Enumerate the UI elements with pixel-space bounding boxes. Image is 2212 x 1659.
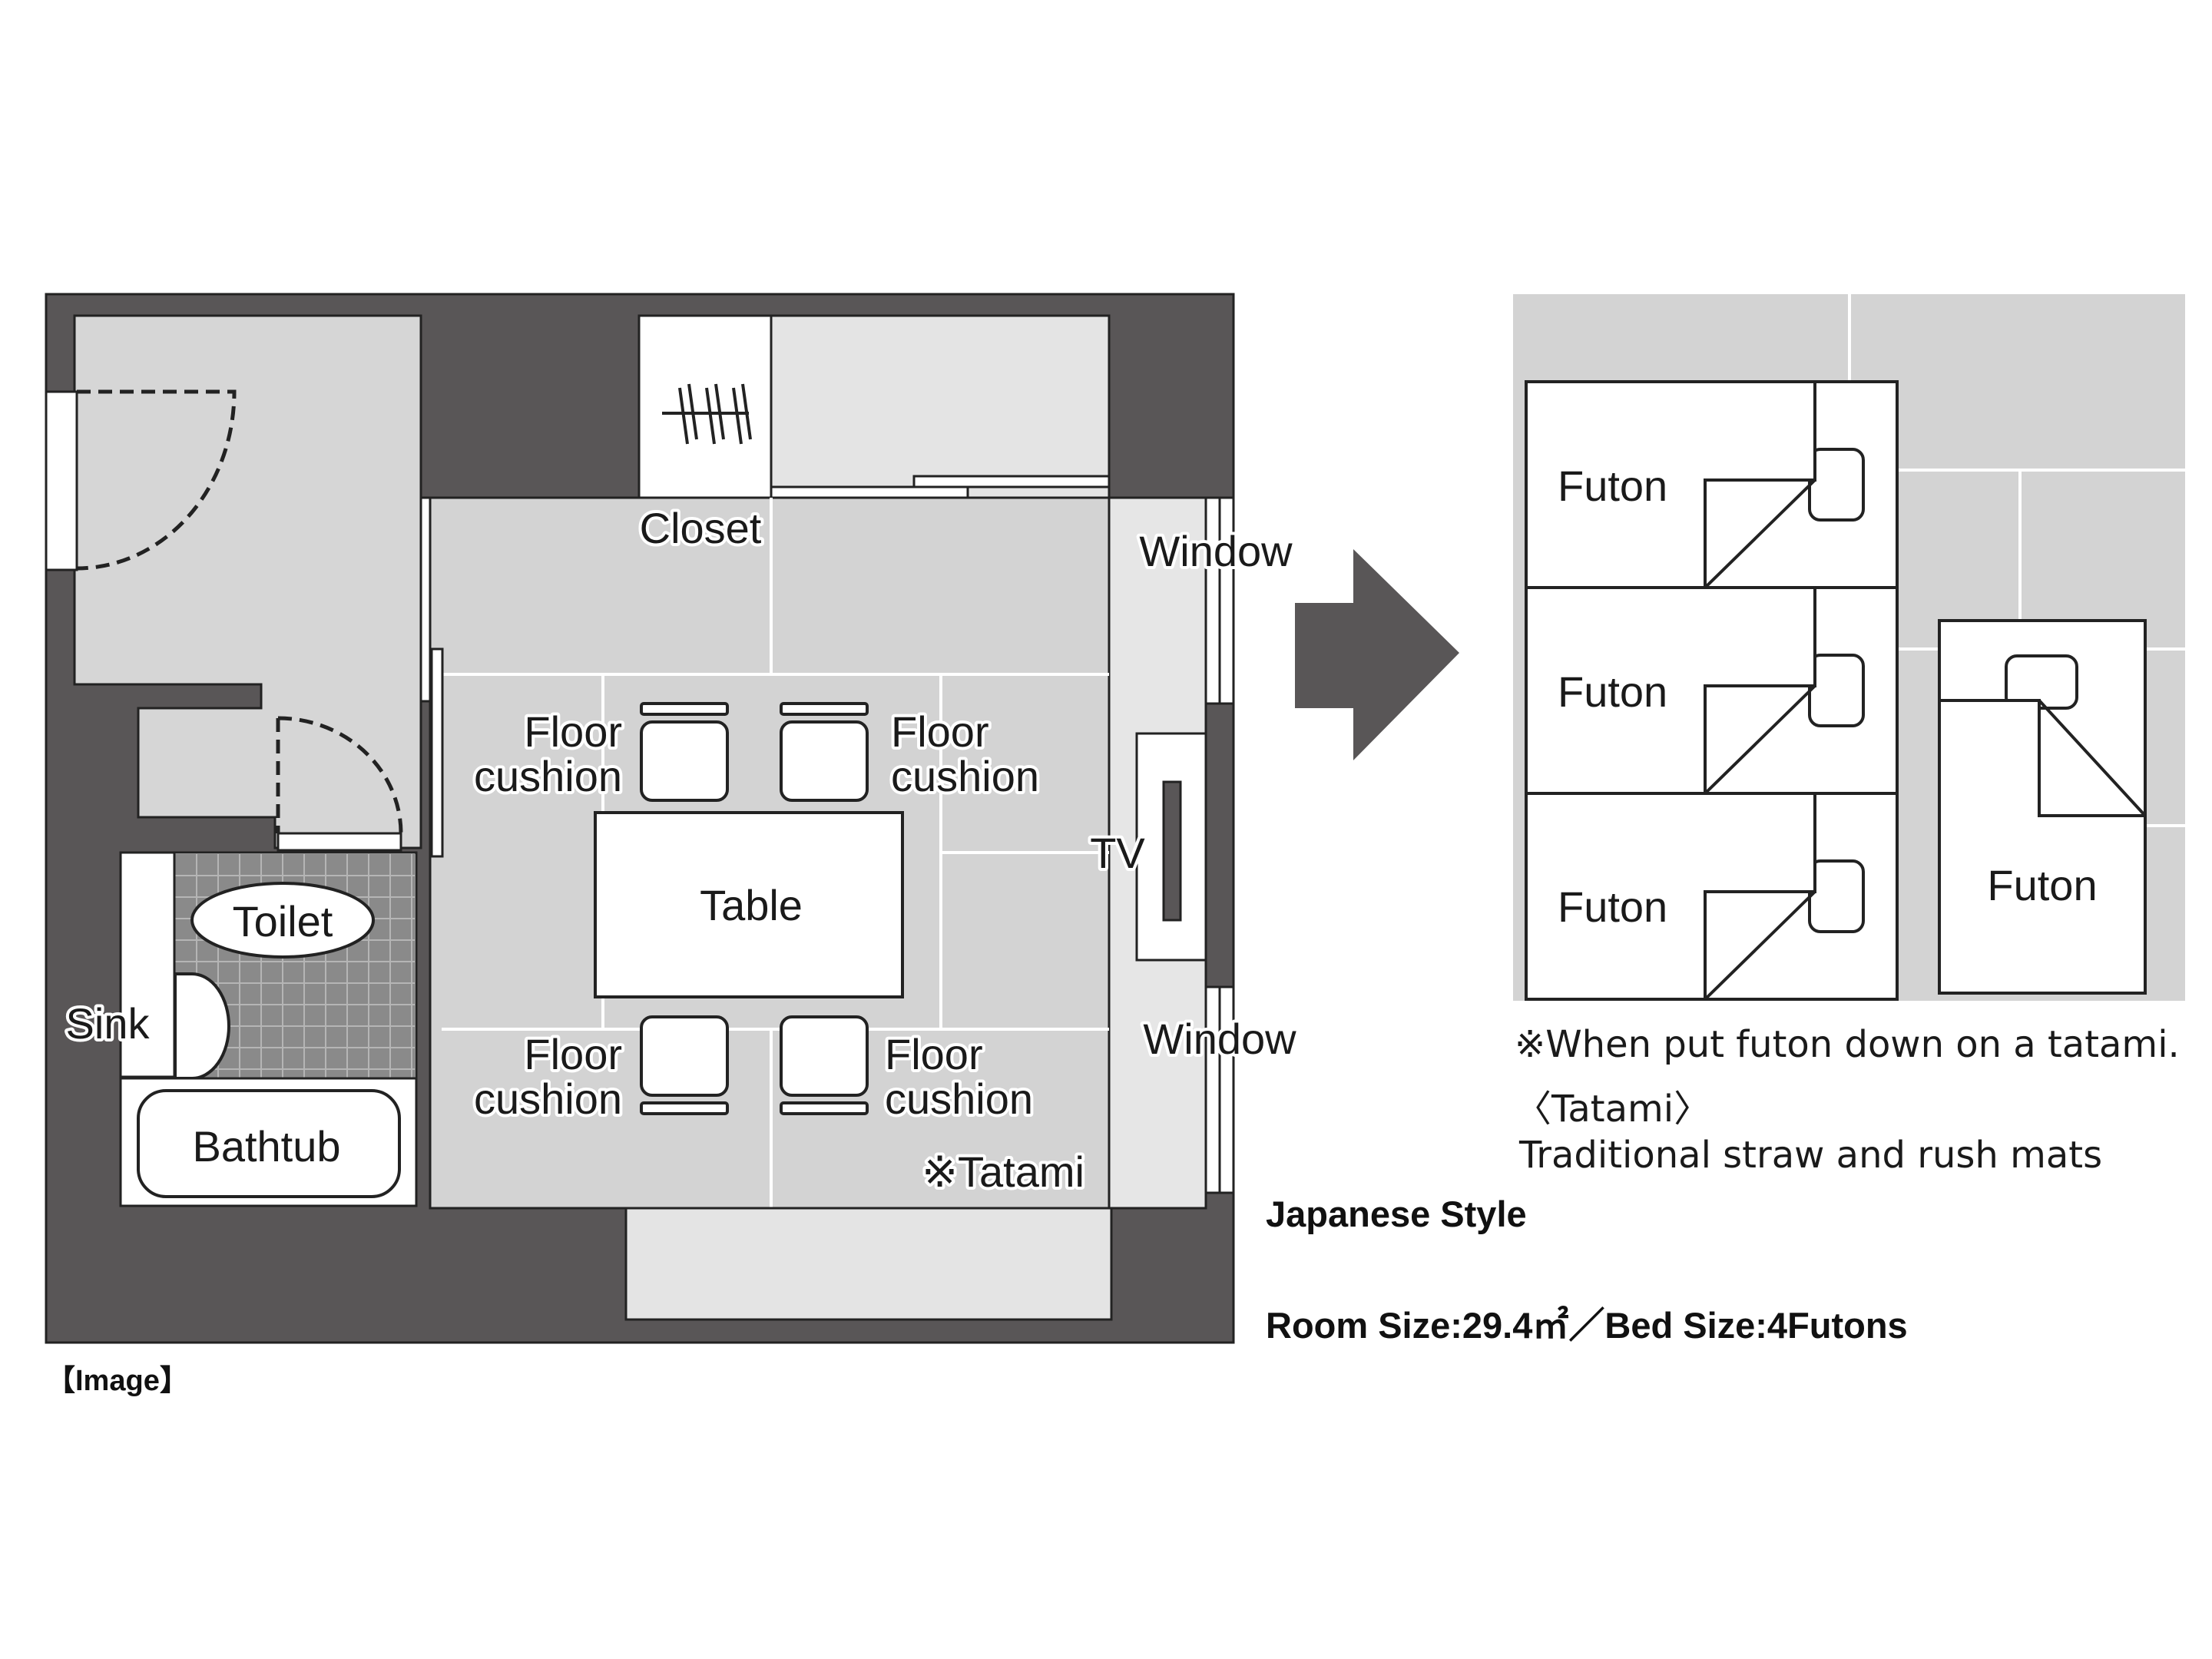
pillow — [1808, 448, 1865, 522]
futon-4: Futon — [1938, 619, 2147, 995]
toilet-label: Toilet — [233, 897, 333, 945]
table-label: Table — [700, 881, 803, 929]
tatami-heading: 〈Tatami〉 — [1515, 1088, 1710, 1131]
sink — [174, 972, 230, 1080]
cushion-label-line2: cushion — [891, 752, 1039, 800]
lower-alcove — [624, 1207, 1113, 1321]
cushion-label-line1: Floor — [885, 1030, 983, 1078]
tatami-description: Traditional straw and rush mats — [1518, 1134, 2102, 1177]
closet-sliding-door-2 — [912, 475, 1111, 488]
tv — [1162, 780, 1182, 922]
bathtub-label: Bathtub — [192, 1122, 340, 1171]
bathtub — [137, 1089, 401, 1198]
pillow — [1808, 859, 1865, 933]
room-sliding-door-1 — [419, 496, 432, 703]
futon-layout: Futon Futon Futon Futon ※When put futon … — [1513, 294, 2185, 1177]
pillow — [2005, 654, 2078, 710]
cushion-label-line2: cushion — [885, 1075, 1033, 1123]
sink-label: Sink — [66, 999, 151, 1048]
futon-label: Futon — [1558, 882, 1667, 931]
cushion-label-line1: Floor — [524, 707, 622, 756]
futon-label: Futon — [1558, 667, 1667, 716]
futon-1: Futon — [1525, 380, 1899, 589]
right-arrow-icon — [1295, 549, 1459, 760]
cushion-label-line2: cushion — [474, 1075, 622, 1123]
floor-cushions — [640, 702, 869, 1115]
cushion-label-line2: cushion — [474, 752, 622, 800]
cushion-label-top-left: Floor cushion — [471, 704, 625, 803]
room-sliding-door-2 — [430, 647, 444, 858]
tv-label: TV — [1090, 829, 1145, 877]
window-label-top: Window — [1139, 527, 1293, 575]
futon-2: Futon — [1525, 586, 1899, 795]
entrance-door-frame — [45, 390, 78, 571]
room-style: Japanese Style — [1266, 1194, 1527, 1234]
folded-corner — [1704, 382, 1816, 589]
cushion-label-top-right: Floor cushion — [888, 704, 1042, 803]
sink-counter — [119, 851, 176, 1078]
tatami-label: ※Tatami — [922, 1147, 1084, 1196]
cushion-label-line1: Floor — [891, 707, 989, 756]
pillow — [1808, 654, 1865, 727]
bathroom-door-frame — [276, 832, 402, 852]
futon-note: ※When put futon down on a tatami. — [1515, 1023, 2180, 1066]
table — [594, 811, 904, 998]
futon-label: Futon — [1987, 861, 2097, 909]
image-caption: 【Image】 — [46, 1365, 189, 1397]
folded-corner — [1939, 699, 2147, 817]
cushion-label-line1: Floor — [524, 1030, 622, 1078]
window-label-bottom: Window — [1143, 1015, 1296, 1063]
closet-label: Closet — [640, 504, 762, 552]
toilet — [190, 882, 375, 959]
folded-corner — [1704, 588, 1816, 795]
entrance-door-swing — [76, 389, 237, 571]
floor-plan: Closet Window Window TV Table Toilet Sin… — [45, 293, 1300, 1397]
closet-sliding-door-1 — [770, 485, 969, 499]
room-size: Room Size:29.4㎡／Bed Size:4Futons — [1266, 1305, 1908, 1346]
hanger-icon — [662, 383, 752, 445]
closet-left — [637, 314, 773, 499]
folded-corner — [1704, 793, 1816, 1001]
futon-label: Futon — [1558, 462, 1667, 510]
bathroom-door-swing — [276, 716, 403, 834]
cushion-label-bottom-right: Floor cushion — [882, 1027, 1036, 1126]
futon-3: Futon — [1525, 792, 1899, 1001]
cushion-label-bottom-left: Floor cushion — [471, 1027, 625, 1126]
closet-right — [770, 314, 1111, 499]
